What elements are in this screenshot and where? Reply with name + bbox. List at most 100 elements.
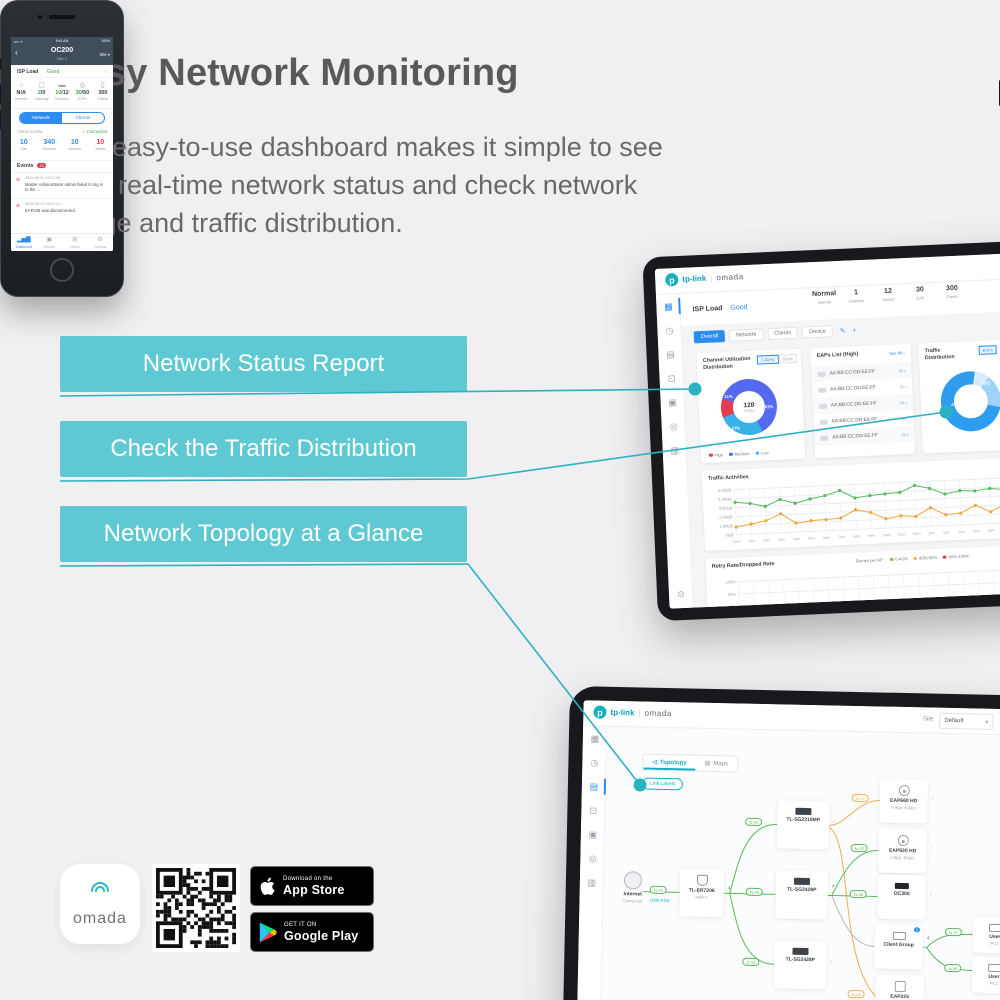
eap-device-icon (818, 403, 828, 409)
event-row[interactable]: ⊘ 2019-09-21 09:47:21 EAP245 was disconn… (11, 198, 113, 224)
home-button[interactable] (50, 258, 74, 282)
expand-chevron[interactable]: › (929, 891, 932, 898)
devices-icon[interactable]: ⊡ (667, 372, 676, 384)
tab-clients[interactable]: Clients (767, 326, 799, 341)
tab-network[interactable]: Network (728, 328, 764, 342)
tab-overall[interactable]: Overall (693, 329, 726, 344)
settings-icon[interactable]: ⚙ (670, 606, 695, 609)
band-toggle[interactable]: 2.4GHz 5GHz (756, 353, 798, 365)
phone-device-stats: ○ N/A Internet ▢ 2/0 Gateway ▬ 10/12 Swi… (11, 78, 113, 109)
eap620-node[interactable]: EAP620 HD 5 9(g), 40(ac) (878, 828, 928, 874)
eap-name: EAP620 HD (888, 847, 917, 855)
map-icon[interactable]: ▤ (582, 774, 606, 798)
switch-node-3[interactable]: TL-SG2428P (773, 940, 827, 990)
band-5ghz[interactable]: 5GHz (778, 353, 798, 364)
segment-clients[interactable]: Clients (75, 115, 91, 121)
expand-chevron[interactable]: › (930, 845, 933, 852)
dashboard-icon[interactable]: ▦ (590, 732, 600, 744)
eap-usage: -% › (899, 415, 908, 421)
eap-list-row[interactable]: AA:BB:CC:DD:EE:FF -% › (814, 425, 915, 447)
expand-chevron[interactable]: › (931, 795, 934, 802)
phone-tab-settings[interactable]: ⚙ Settings (88, 234, 114, 251)
channel-total-label: TOTAL (743, 408, 755, 413)
eap-sub: 5 9(g), 40(ac) (891, 804, 916, 811)
gateway-node[interactable]: TL-ER7206 WAN 1 (679, 868, 725, 918)
google-play-badge[interactable]: GET IT ON Google Play (250, 912, 374, 952)
band-24ghz[interactable]: 2.4GHz (756, 354, 779, 365)
tab-maps[interactable]: ▤ Maps (695, 756, 737, 772)
clients-icon[interactable]: ▣ (668, 396, 678, 408)
map-icon[interactable]: ▤ (666, 348, 676, 360)
network-clients-segmented[interactable]: Network Clients (19, 112, 105, 124)
tplink-logo-icon: p (593, 705, 607, 719)
user-node-1[interactable]: User PC1 (972, 916, 1000, 954)
event-row[interactable]: ⊘ 2019-09-21 09:12:34 Master Administrat… (11, 172, 113, 198)
tablet-screen: p tp-link | omada ▦◷▤⊡▣◎▥⊙⚙ ISP Load Goo… (654, 247, 1000, 609)
ap2-label: AP2 (982, 380, 991, 386)
phone-tab-devices[interactable]: ▣ Devices (37, 234, 63, 251)
traffic-toggle[interactable]: EAPs (978, 345, 997, 355)
internet-node[interactable]: Internet Connected (612, 871, 653, 904)
phone-tab-clients[interactable]: ⊞ Clients (62, 234, 88, 251)
svg-text:0GB: 0GB (725, 532, 734, 537)
clients-icon[interactable]: ▣ (588, 828, 598, 840)
phone-tab-bar: ▂▅▇ Dashboard ▣ Devices ⊞ Clients ⚙ Sett… (11, 233, 113, 251)
insight-icon[interactable]: ◎ (588, 852, 597, 864)
eap225-node[interactable]: EAP225 5 9(g), 40(ac) (875, 974, 925, 1000)
svg-text:10am: 10am (882, 533, 891, 537)
devices-icon[interactable]: ⊡ (589, 804, 598, 816)
laptop-icon (988, 923, 1000, 933)
back-icon[interactable]: ‹ (15, 48, 18, 57)
user-node-2[interactable]: User PC2 (971, 956, 1000, 994)
expand-chevron[interactable]: › (833, 819, 836, 826)
phone-volume-up (0, 84, 1, 104)
dashboard-icon[interactable]: ▦ (656, 294, 681, 319)
phone-screen: •••• ᯤ 9:41 AM 100% ‹ OC200 Site 1 Site … (11, 37, 113, 251)
add-tab-icon[interactable]: + (852, 326, 857, 334)
segment-network[interactable]: Network (20, 113, 62, 123)
alert-icon: ⊘ (16, 177, 21, 183)
link-labels-button[interactable]: Link Labels (641, 777, 684, 791)
controller-name: OC300 (893, 890, 910, 898)
tab-topology[interactable]: ◁ Topology (643, 755, 695, 771)
app-store-badge[interactable]: Download on the App Store (250, 866, 374, 906)
pct-medium: 62% (764, 403, 774, 410)
statistics-icon[interactable]: ◷ (665, 324, 674, 336)
svg-text:1pm: 1pm (928, 531, 935, 535)
switch-node-1[interactable]: TL-SG2210MP (776, 800, 830, 850)
user-sub: PC1 (990, 940, 999, 947)
account-icon[interactable]: ⊙ (677, 588, 685, 599)
expand-chevron[interactable]: › (830, 959, 833, 966)
phone-tab-dashboard[interactable]: ▂▅▇ Dashboard (11, 234, 37, 251)
site-label: Site (922, 716, 934, 723)
view-tabs: ◁ Topology ▤ Maps (642, 753, 739, 773)
site-select[interactable]: Default ▾ (939, 712, 994, 730)
site-switcher[interactable]: Site ▾ (99, 52, 110, 57)
switch-node-2[interactable]: TL-SG2428P (775, 870, 829, 920)
event-time: 2019-09-21 09:47:21 (25, 202, 61, 206)
insight-icon[interactable]: ◎ (669, 420, 678, 431)
pct-low: 27% (731, 425, 741, 431)
tab-device[interactable]: Device (801, 325, 834, 339)
eap660-node[interactable]: EAP660 HD 5 9(g), 40(ac) (879, 778, 929, 824)
svg-text:12pm: 12pm (912, 532, 921, 536)
link-pill-eap225: ⇆ #8 (847, 989, 866, 999)
traffic-eaps-toggle[interactable]: EAPs (978, 345, 997, 355)
svg-text:11am: 11am (897, 532, 906, 536)
gateway-icon: ▢ (38, 82, 45, 89)
svg-text:5.00GB: 5.00GB (718, 487, 732, 493)
page-description: The easy-to-use dashboard makes it simpl… (58, 132, 663, 238)
log-icon[interactable]: ▥ (670, 444, 680, 455)
svg-text:4.00GB: 4.00GB (718, 496, 732, 502)
clients-icon: ⊞ (72, 237, 78, 243)
log-icon[interactable]: ▥ (587, 876, 597, 888)
client-group-node[interactable]: 6 Client Group (874, 924, 924, 970)
svg-text:3.00GB: 3.00GB (719, 505, 733, 511)
edit-icon[interactable]: ✎ (839, 327, 846, 335)
oc300-node[interactable]: OC300 (877, 874, 927, 920)
see-all-link[interactable]: See All › (889, 350, 905, 356)
svg-text:4am: 4am (793, 537, 800, 541)
statistics-icon[interactable]: ◷ (590, 756, 599, 768)
chevron-down-icon[interactable]: ∨ (104, 69, 108, 74)
